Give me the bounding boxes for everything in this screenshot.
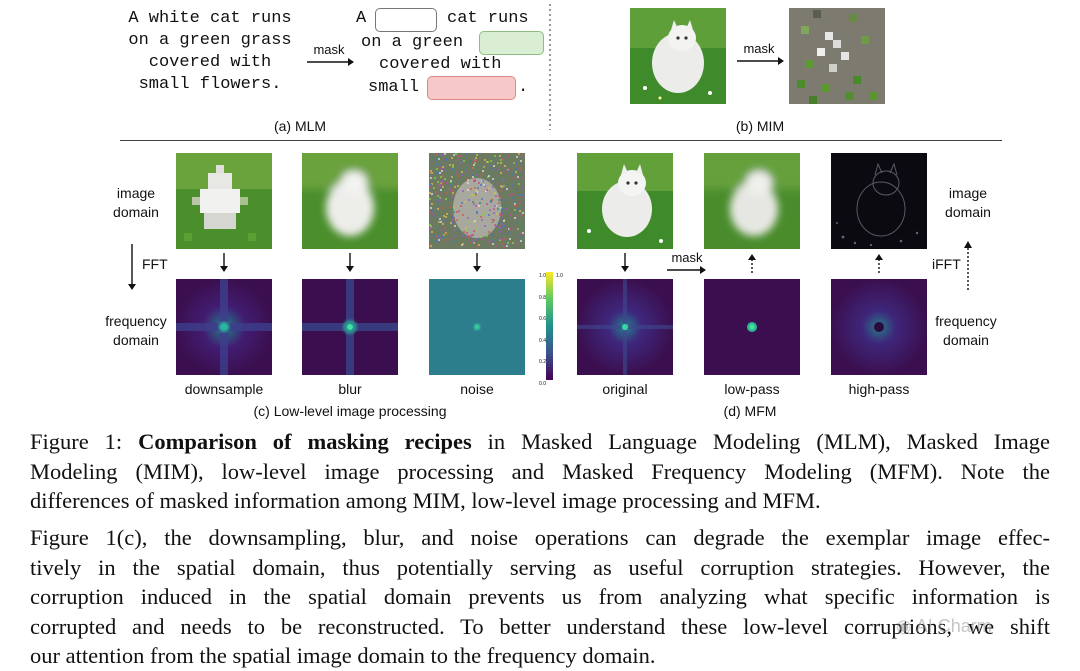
mlm-arrow-icon [307, 58, 354, 66]
colorbar-tick: 1.0 [539, 273, 546, 279]
figure-caption-bold: Comparison of masking recipes [138, 429, 472, 454]
colorbar [546, 272, 553, 380]
figure-caption-line-1: Figure 1: Comparison of masking recipes … [30, 427, 1050, 457]
column-label-downsample: downsample [184, 381, 264, 397]
down-arrow-icon [621, 253, 629, 272]
label-line: image [948, 185, 988, 201]
fft-down-arrow-icon [128, 244, 136, 290]
mfm-lowpass-image [704, 153, 800, 249]
watermark-text: AI Charm [915, 616, 992, 636]
body-line: corrupted and needs to be reconstructed.… [30, 613, 1050, 639]
lowlevel-caption: (c) Low-level image processing [253, 403, 447, 419]
mim-mask-label: mask [743, 41, 775, 56]
noise-spectrum [429, 279, 525, 375]
label-line: domain [113, 204, 159, 220]
column-label-blur: blur [338, 381, 362, 397]
mfm-original-image [577, 153, 673, 249]
body-paragraph: Figure 1(c), the downsampling, blur, and… [30, 523, 1050, 671]
label-line: domain [945, 204, 991, 220]
fft-label: FFT [142, 256, 168, 272]
down-arrow-icon [220, 253, 228, 272]
mim-caption: (b) MIM [735, 118, 785, 134]
down-arrow-icon [473, 253, 481, 272]
figure-caption-prefix: Figure 1: [30, 429, 139, 454]
mfm-caption: (d) MFM [723, 403, 777, 419]
colorbar-tick: 0.8 [539, 294, 546, 301]
figure-caption-line-2: Modeling (MIM), low-level image processi… [30, 458, 1050, 484]
mlm-masked-line1-a: A [356, 9, 367, 28]
mlm-original-text: A white cat runs on a green grass covere… [100, 8, 320, 96]
ifft-label: iFFT [932, 256, 961, 272]
mfm-highpass-image [831, 153, 927, 249]
column-label-high-pass: high-pass [848, 381, 910, 397]
column-label-noise: noise [460, 381, 494, 397]
down-arrow-icon [346, 253, 354, 272]
mlm-original-line: small flowers. [138, 75, 282, 94]
downsample-spectrum [176, 279, 272, 375]
mlm-original-line: covered with [148, 53, 272, 72]
mlm-masked-line4-b: . [518, 78, 529, 97]
downsample-image [176, 153, 272, 249]
mim-masked-image [789, 8, 885, 104]
body-line: our attention from the spatial image dom… [30, 643, 656, 668]
section-divider-horizontal [120, 140, 1002, 141]
mlm-masked-line3: covered with [379, 55, 502, 74]
colorbar-tick: 0.0 [539, 380, 546, 387]
mfm-original-spectrum [577, 279, 673, 375]
mlm-masked-line2: on a green [361, 33, 464, 52]
mlm-original-line: on a green grass [128, 31, 292, 50]
body-line: tively in the spatial domain, thus poten… [30, 554, 1050, 580]
colorbar-tick-right: 1.0 [556, 273, 563, 279]
mim-original-image [630, 8, 726, 104]
dotted-up-arrow-icon [748, 254, 756, 273]
column-label-original: original [602, 381, 648, 397]
figure-caption: Figure 1: Comparison of masking recipes … [30, 427, 1050, 516]
watermark: ◉ AI Charm [896, 616, 992, 637]
label-line: domain [943, 332, 989, 348]
lowlevel-image-domain-label: image domain [98, 184, 174, 222]
label-line: domain [113, 332, 159, 348]
label-line: frequency [935, 313, 997, 329]
body-line: corruption induced in the spatial domain… [30, 584, 1050, 609]
mfm-highpass-spectrum [831, 279, 927, 375]
mfm-mask-label: mask [671, 250, 703, 265]
mlm-mask-token-1 [375, 8, 437, 32]
blur-spectrum [302, 279, 398, 375]
mlm-masked-line1-b: cat runs [447, 9, 529, 28]
mlm-mask-token-2 [479, 31, 544, 55]
figure-caption-line1-rest: in Masked Language Modeling (MLM), Maske… [471, 429, 1051, 454]
label-line: frequency [105, 313, 167, 329]
mfm-lowpass-spectrum [704, 279, 800, 375]
mlm-mask-label: mask [313, 42, 345, 57]
colorbar-tick: 0.6 [539, 316, 546, 322]
figure-caption-line-3: differences of masked information among … [30, 488, 821, 513]
noise-image [429, 153, 525, 249]
colorbar-tick: 0.4 [539, 337, 546, 344]
mlm-mask-token-3 [427, 76, 516, 100]
label-line: image [116, 185, 156, 201]
column-label-low-pass: low-pass [724, 381, 780, 397]
mlm-caption: (a) MLM [273, 118, 327, 134]
mlm-masked-line4-a: small [368, 78, 420, 97]
colorbar-ticks-left: 1.0 0.8 0.6 0.4 0.2 0.0 [534, 266, 546, 395]
wechat-icon: ◉ [896, 616, 912, 636]
ifft-dotted-up-arrow-icon [964, 241, 972, 290]
mlm-original-line: A white cat runs [128, 9, 292, 28]
mfm-mask-arrow-icon [667, 266, 706, 274]
dotted-up-arrow-icon [875, 254, 883, 273]
colorbar-tick: 0.2 [539, 359, 546, 365]
blur-image [302, 153, 398, 249]
mim-arrow-icon [737, 57, 784, 65]
mfm-image-domain-label: image domain [930, 184, 1006, 222]
mfm-frequency-domain-label: frequency domain [926, 312, 1006, 350]
section-divider-dotted [549, 4, 551, 130]
body-line: Figure 1(c), the downsampling, blur, and… [30, 525, 1050, 550]
lowlevel-frequency-domain-label: frequency domain [96, 312, 176, 350]
